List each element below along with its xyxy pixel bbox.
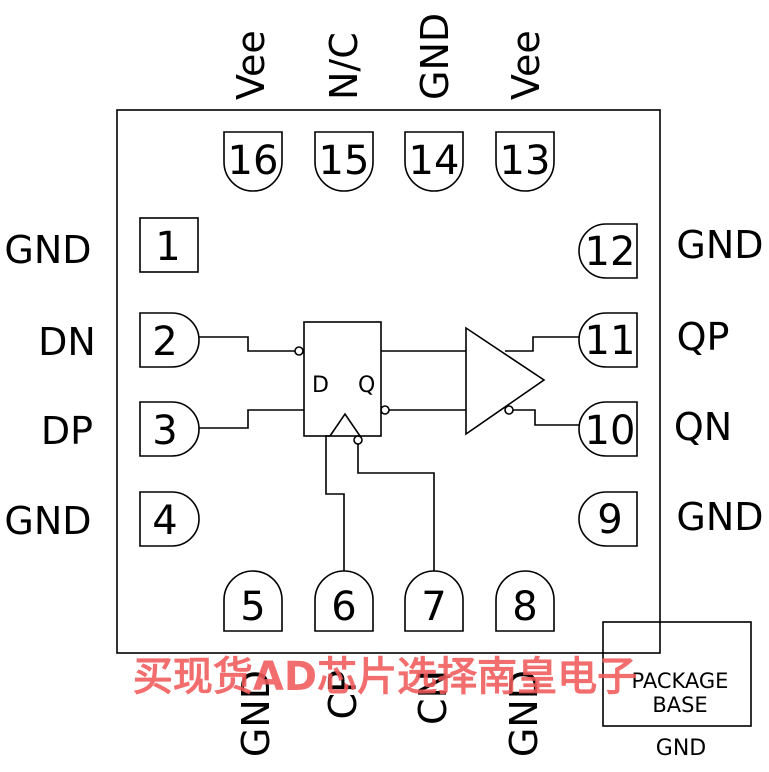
package-base-line1: PACKAGE	[632, 669, 729, 693]
package-base-box	[602, 621, 752, 727]
pin-3-label: DP	[41, 409, 93, 453]
dn-inversion-bubble	[294, 346, 304, 356]
wire-qp-out	[505, 336, 579, 352]
pin-9-number: 9	[597, 497, 622, 543]
cn-inversion-bubble	[353, 435, 363, 445]
pin-11-label: QP	[677, 315, 730, 359]
wire-dp	[199, 409, 304, 429]
pin-6-label: CP	[321, 670, 365, 719]
pin-6-number: 6	[331, 584, 356, 630]
pin-14-label: GND	[413, 13, 457, 100]
pin-8-pad	[495, 570, 555, 632]
pin-13-pad	[495, 131, 555, 192]
pin-4-label: GND	[4, 499, 91, 543]
pin-12-pad	[578, 223, 638, 279]
pin-8-number: 8	[512, 584, 537, 630]
pin-16-number: 16	[228, 138, 279, 184]
pin-5-label: GND	[234, 670, 278, 757]
pin-10-number: 10	[585, 408, 636, 454]
wire-cn	[357, 444, 435, 571]
wire-dn	[199, 336, 295, 352]
pin-1-number: 1	[155, 224, 180, 270]
pin-13-label: Vee	[504, 30, 548, 100]
pin-7-label: CN	[411, 670, 455, 725]
pin-10-label: QN	[674, 405, 732, 449]
pin-14-pad	[404, 131, 464, 192]
pin-12-label: GND	[676, 223, 763, 267]
pin-3-number: 3	[152, 408, 177, 454]
pin-14-number: 14	[409, 138, 460, 184]
buffer-inverted-output-bubble	[504, 405, 514, 415]
pin-2-pad	[139, 312, 200, 368]
pin-5-number: 5	[240, 584, 265, 630]
pin-16-pad	[223, 131, 283, 192]
pin-7-number: 7	[421, 584, 446, 630]
package-base-line2: BASE	[652, 693, 707, 717]
pin-6-pad	[314, 570, 374, 632]
qn-output-bubble	[380, 405, 390, 415]
d-flip-flop	[303, 321, 382, 437]
pin-9-label: GND	[676, 495, 763, 539]
clock-input-marker	[329, 412, 361, 437]
package-base-gnd-label: GND	[656, 736, 706, 761]
pin-12-number: 12	[585, 229, 636, 275]
watermark-text: 买现货AD芯片选择南皇电子	[133, 654, 637, 700]
chip-body	[116, 109, 661, 654]
pin-13-number: 13	[500, 138, 551, 184]
flip-flop-q-label: Q	[358, 373, 375, 398]
pin-4-pad	[139, 491, 200, 547]
pin-3-pad	[139, 401, 200, 457]
wire-qn-out	[513, 409, 579, 426]
pin-2-number: 2	[152, 319, 177, 365]
output-buffer	[465, 326, 546, 436]
pin-11-pad	[578, 312, 638, 368]
pin-1-label: GND	[4, 228, 91, 272]
flip-flop-d-label: D	[312, 373, 329, 398]
pin-10-pad	[578, 401, 638, 457]
pin-11-number: 11	[585, 318, 636, 364]
pin-5-pad	[223, 570, 283, 632]
pin-2-label: DN	[38, 320, 96, 364]
pin-15-number: 15	[319, 138, 370, 184]
pin-15-label: N/C	[322, 32, 366, 100]
pin-1-pad	[139, 217, 199, 273]
wire-cp	[325, 435, 345, 571]
pin-7-pad	[404, 570, 464, 632]
pin-9-pad	[578, 491, 638, 547]
pin-15-pad	[314, 131, 374, 192]
pin-4-number: 4	[152, 498, 177, 544]
pin-16-label: Vee	[229, 30, 273, 100]
pin-8-label: GND	[502, 670, 546, 757]
